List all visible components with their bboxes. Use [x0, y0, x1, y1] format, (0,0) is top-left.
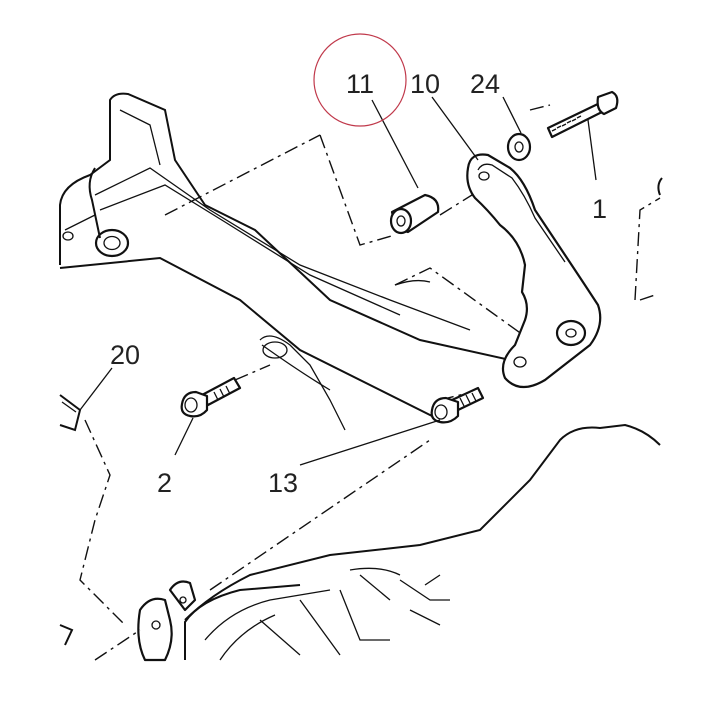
assembly-lines — [79, 104, 661, 661]
callout-labels: 11 10 24 1 20 2 13 — [110, 69, 607, 498]
highlight-circle — [313, 33, 407, 127]
part-10-bracket — [466, 153, 602, 389]
part-20-clip — [59, 394, 82, 646]
lower-housing — [137, 423, 661, 662]
part-13-flange-bolt — [430, 386, 485, 424]
callout-13: 13 — [268, 468, 298, 498]
callout-2: 2 — [157, 468, 172, 498]
callout-20: 20 — [110, 340, 140, 370]
part-1-long-bolt — [546, 90, 619, 139]
part-11-spacer — [389, 193, 440, 235]
edge-fragment — [657, 177, 663, 196]
callout-11: 11 — [346, 69, 374, 99]
part-2-flange-bolt — [180, 376, 242, 418]
leader-lines — [79, 96, 597, 466]
callout-10: 10 — [410, 69, 440, 99]
part-24-washer — [506, 132, 532, 162]
callout-1: 1 — [592, 194, 607, 224]
callout-24: 24 — [470, 69, 500, 99]
swingarm-frame — [59, 92, 511, 431]
